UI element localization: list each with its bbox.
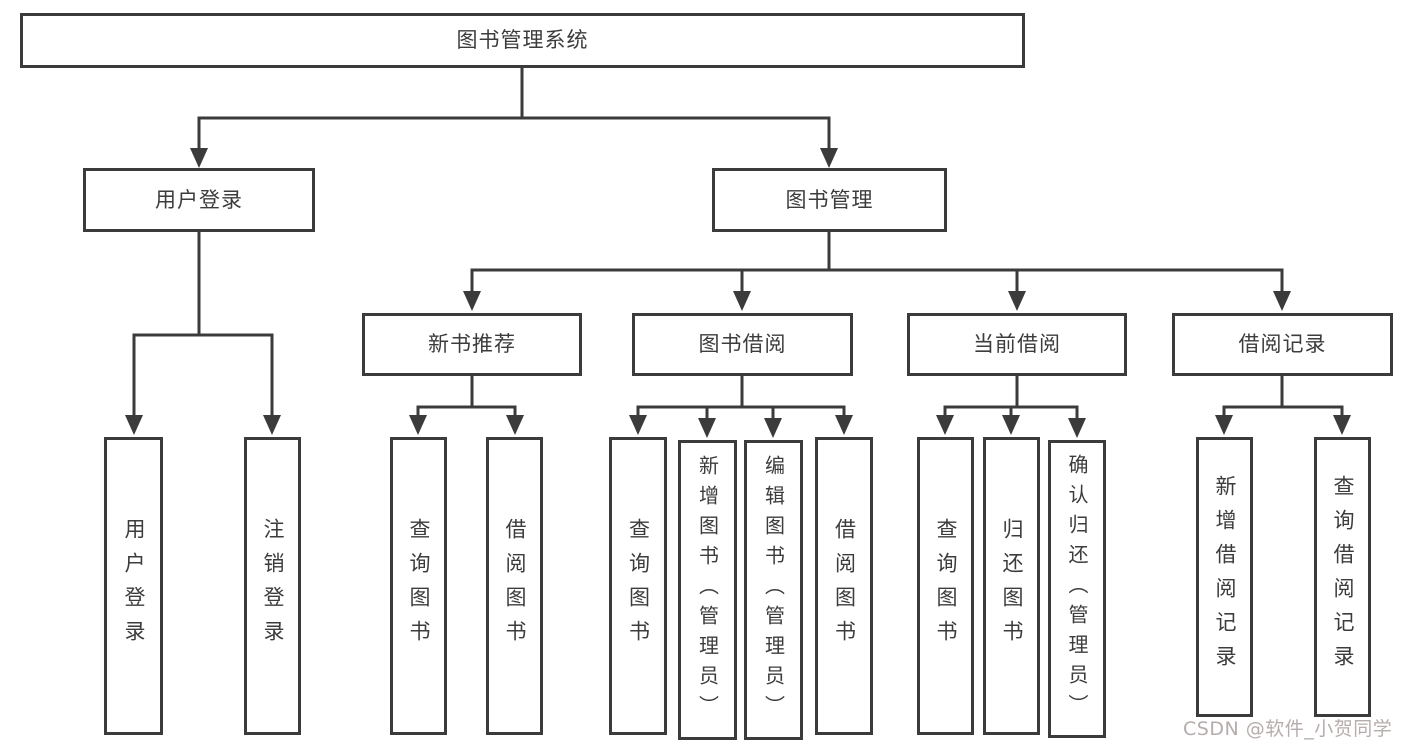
leaf-query-books-recommend: 查询图书 [390,437,447,735]
node-new-book-recommendation: 新书推荐 [362,313,582,376]
node-user-login-branch: 用户登录 [83,168,315,232]
leaf-return-book: 归还图书 [983,437,1040,735]
leaf-logout: 注销登录 [244,437,301,735]
leaf-user-login: 用户登录 [104,437,163,735]
node-current-borrowing: 当前借阅 [907,313,1127,376]
leaf-confirm-return-admin: 确认归还（管理员） [1048,440,1106,738]
leaf-query-books-borrowing: 查询图书 [609,437,667,735]
leaf-borrow-books-borrowing: 借阅图书 [815,437,873,735]
leaf-add-book-admin: 新增图书（管理员） [678,440,737,740]
leaf-query-books-current: 查询图书 [917,437,974,735]
node-borrowing-records: 借阅记录 [1172,313,1393,376]
csdn-watermark: CSDN @软件_小贺同学 [1183,718,1393,740]
leaf-add-borrow-record: 新增借阅记录 [1196,437,1253,717]
node-book-management-branch: 图书管理 [712,168,947,232]
node-root: 图书管理系统 [20,13,1025,68]
leaf-edit-book-admin: 编辑图书（管理员） [744,440,803,740]
leaf-query-borrow-record: 查询借阅记录 [1314,437,1371,717]
leaf-borrow-books-recommend: 借阅图书 [486,437,543,735]
arrowhead-icons [125,148,1351,438]
node-book-borrowing: 图书借阅 [632,313,853,376]
